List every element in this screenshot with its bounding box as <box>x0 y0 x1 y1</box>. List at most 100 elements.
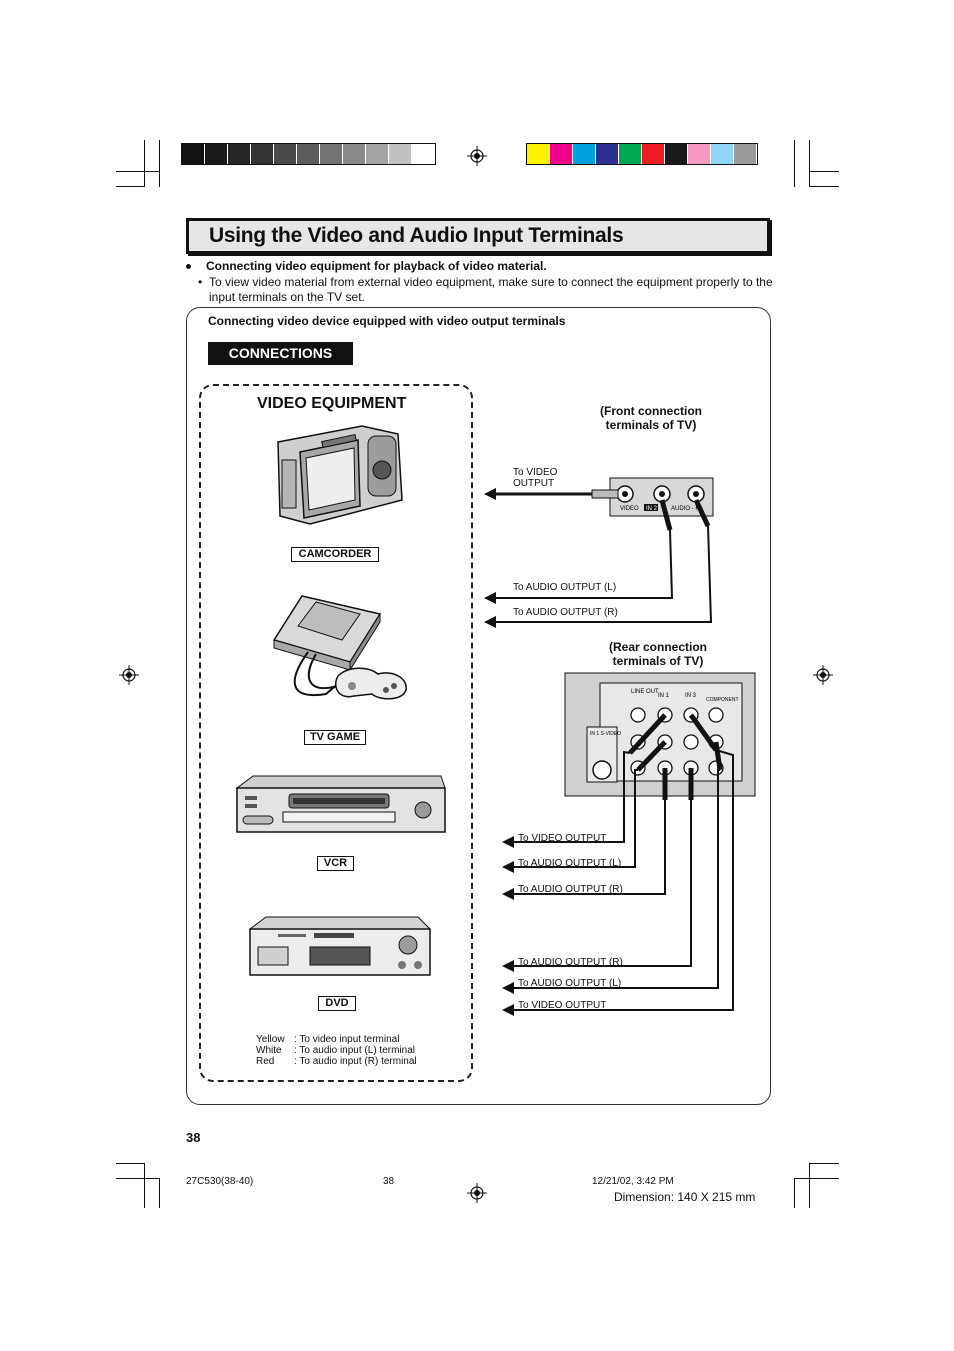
calibration-swatch <box>412 144 435 164</box>
front-audio-r-label: To AUDIO OUTPUT (R) <box>513 607 618 618</box>
device-label-vcr: VCR <box>317 856 354 871</box>
calibration-swatch <box>688 144 711 164</box>
rear-svideo-text: IN 1 S-VIDEO <box>590 731 621 737</box>
legend-row: Red : To audio input (R) terminal <box>256 1056 417 1067</box>
connection-panel <box>186 307 771 1105</box>
calibration-swatch <box>343 144 366 164</box>
rear-in3-video-label: To VIDEO OUTPUT <box>518 1000 607 1011</box>
device-label-camcorder: CAMCORDER <box>291 547 379 562</box>
calibration-swatch <box>228 144 251 164</box>
crop-mark <box>159 1178 160 1208</box>
bullet-marker: • <box>198 275 203 289</box>
registration-mark-icon <box>813 665 833 685</box>
page-number: 38 <box>186 1130 201 1145</box>
calibration-swatch <box>274 144 297 164</box>
video-equipment-box <box>199 384 473 1082</box>
calibration-swatch <box>205 144 228 164</box>
crop-mark <box>809 171 839 172</box>
calibration-swatch <box>711 144 734 164</box>
calibration-swatch <box>297 144 320 164</box>
legend-value: : To audio input (R) terminal <box>294 1056 417 1067</box>
device-label-dvd: DVD <box>318 996 356 1011</box>
front-video-line2: OUTPUT <box>513 478 555 489</box>
legend-value: : To video input terminal <box>294 1034 400 1045</box>
crop-mark <box>794 1178 795 1208</box>
dvd-illustration-icon <box>248 916 432 976</box>
calibration-swatch <box>550 144 573 164</box>
calibration-swatch <box>642 144 665 164</box>
legend-value: : To audio input (L) terminal <box>294 1045 415 1056</box>
connection-wiring-diagram: VIDEO IN 2 AUDIO - R LINE OUT IN 1 IN 3 … <box>484 477 756 1016</box>
registration-mark-icon <box>467 1183 487 1203</box>
rear-in1-audio-r-label: To AUDIO OUTPUT (R) <box>518 884 623 895</box>
crop-mark <box>809 140 810 187</box>
crop-mark <box>794 1178 839 1179</box>
crop-mark <box>809 186 839 187</box>
device-label-tv-game: TV GAME <box>304 730 366 745</box>
calibration-swatch <box>734 144 757 164</box>
crop-mark <box>116 1178 160 1179</box>
footer-page: 38 <box>383 1176 395 1187</box>
legend-row: Yellow : To video input terminal <box>256 1034 417 1045</box>
front-audio-l-label: To AUDIO OUTPUT (L) <box>513 582 617 593</box>
footer-file-name: 27C530(38-40) <box>186 1176 254 1187</box>
crop-mark <box>144 140 145 187</box>
calibration-swatch <box>182 144 205 164</box>
calibration-swatch <box>619 144 642 164</box>
front-caption-line2: terminals of TV) <box>605 418 697 432</box>
cable-color-legend: Yellow : To video input terminal White : T… <box>256 1034 417 1067</box>
front-video-line1: To VIDEO <box>513 467 558 478</box>
connections-label: CONNECTIONS <box>208 342 353 365</box>
footer-timestamp: 12/21/02, 3:42 PM <box>592 1176 674 1187</box>
footer-dimension: Dimension: 140 X 215 mm <box>614 1190 756 1204</box>
rear-line-out-text: LINE OUT <box>631 689 659 695</box>
rear-in3-text: IN 3 <box>685 693 697 699</box>
calibration-swatch <box>251 144 274 164</box>
front-video-label: To VIDEO OUTPUT <box>513 467 557 489</box>
rear-in3-audio-r-label: To AUDIO OUTPUT (R) <box>518 957 623 968</box>
front-caption-line1: (Front connection <box>600 404 702 418</box>
crop-mark <box>159 140 160 187</box>
legend-key: White <box>256 1045 282 1056</box>
crop-mark <box>116 171 160 172</box>
jack-audio-text: AUDIO - R <box>671 506 700 512</box>
intro-body: • To view video material from external v… <box>198 275 773 305</box>
crop-mark <box>809 1163 810 1208</box>
intro-heading-text: Connecting video equipment for playback … <box>206 259 547 273</box>
rear-in1-video-label: To VIDEO OUTPUT <box>518 833 607 844</box>
rear-in1-audio-l-label: To AUDIO OUTPUT (L) <box>518 858 622 869</box>
legend-key: Red <box>256 1056 275 1067</box>
calibration-swatch <box>573 144 596 164</box>
color-calibration-bar <box>526 143 758 165</box>
video-equipment-heading: VIDEO EQUIPMENT <box>257 395 407 412</box>
intro-heading: Connecting video equipment for playback … <box>186 259 547 273</box>
camcorder-illustration-icon <box>277 425 403 525</box>
jack-in-text: IN 2 <box>646 506 658 512</box>
calibration-swatch <box>366 144 389 164</box>
rear-component-text: COMPONENT <box>706 697 739 703</box>
bullet-icon <box>186 264 191 270</box>
crop-mark <box>116 1163 145 1164</box>
page-title-box: Using the Video and Audio Input Terminal… <box>186 218 770 254</box>
legend-row: White : To audio input (L) terminal <box>256 1045 417 1056</box>
rear-terminals-caption: (Rear connection terminals of TV) <box>593 640 723 668</box>
tv-game-illustration-icon <box>272 595 407 700</box>
rear-caption-line1: (Rear connection <box>608 640 707 654</box>
rear-in1-text: IN 1 <box>658 693 670 699</box>
grayscale-calibration-bar <box>181 143 436 165</box>
calibration-swatch <box>665 144 688 164</box>
jack-video-text: VIDEO <box>620 506 639 512</box>
front-terminals-caption: (Front connection terminals of TV) <box>586 404 716 432</box>
crop-mark <box>116 186 145 187</box>
vcr-illustration-icon <box>235 775 446 833</box>
legend-key: Yellow <box>256 1034 285 1045</box>
registration-mark-icon <box>467 146 487 166</box>
calibration-swatch <box>596 144 619 164</box>
registration-mark-icon <box>119 665 139 685</box>
calibration-swatch <box>320 144 343 164</box>
calibration-swatch <box>527 144 550 164</box>
rear-in3-audio-l-label: To AUDIO OUTPUT (L) <box>518 978 622 989</box>
crop-mark <box>794 140 795 187</box>
intro-body-text: To view video material from external vid… <box>209 275 773 304</box>
crop-mark <box>809 1163 839 1164</box>
